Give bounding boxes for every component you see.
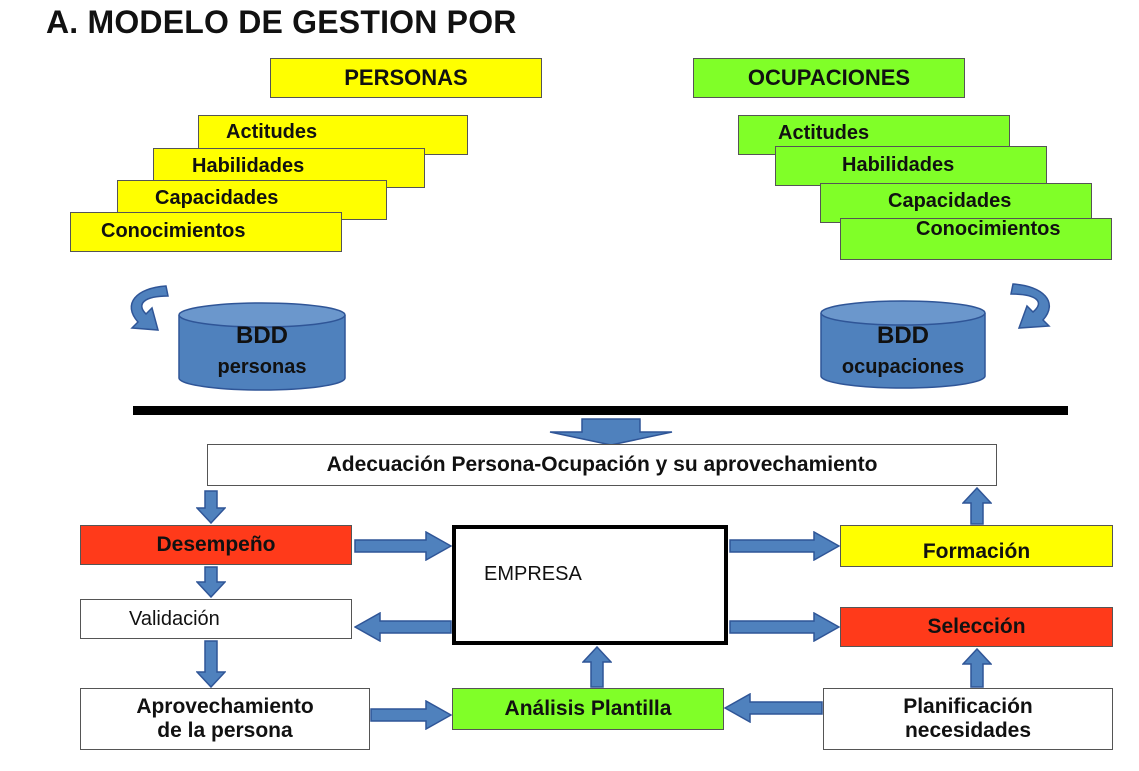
aprovechamiento-label-2: de la persona — [157, 719, 293, 742]
ocupaciones-db-sub: ocupaciones — [841, 356, 965, 378]
arrow-left-empresa-validacion-icon — [354, 612, 452, 642]
arrow-right-aprovechamiento-analisis-icon — [370, 700, 452, 730]
desempeno-box: Desempeño — [80, 525, 352, 565]
personas-header: PERSONAS — [270, 58, 542, 98]
planificacion-label-1: Planificación — [903, 695, 1033, 718]
personas-curved-arrow-icon — [130, 285, 169, 331]
arrow-right-desempeno-empresa-icon — [354, 531, 452, 561]
planificacion-label-2: necesidades — [904, 719, 1032, 742]
validacion-label: Validación — [129, 607, 220, 630]
personas-db-sub: personas — [217, 356, 307, 378]
personas-label-habilidades: Habilidades — [192, 155, 305, 177]
arrow-down-validacion-aprovechamiento-icon — [196, 640, 226, 688]
formacion-box: Formación — [840, 525, 1113, 567]
validacion-box: Validación — [80, 599, 352, 639]
ocupaciones-label-capacidades: Capacidades — [888, 190, 1012, 212]
ocupaciones-card-habilidades — [775, 146, 1047, 186]
adecuacion-box: Adecuación Persona-Ocupación y su aprove… — [207, 444, 997, 486]
page-title: A. MODELO DE GESTION POR — [46, 4, 517, 40]
seleccion-box: Selección — [840, 607, 1113, 647]
ocupaciones-database-icon — [820, 300, 986, 389]
ocupaciones-header: OCUPACIONES — [693, 58, 965, 98]
aprovechamiento-label-1: Aprovechamiento — [136, 695, 314, 718]
adecuacion-label: Adecuación Persona-Ocupación y su aprove… — [326, 453, 878, 476]
arrow-right-empresa-formacion-icon — [729, 531, 840, 561]
seleccion-label: Selección — [927, 615, 1026, 638]
aprovechamiento-box: Aprovechamiento de la persona — [80, 688, 370, 750]
ocupaciones-label-actitudes: Actitudes — [778, 122, 870, 144]
down-arrow-icon — [549, 418, 673, 446]
arrow-up-analisis-empresa-icon — [582, 646, 612, 688]
personas-card-conocimientos — [70, 212, 342, 252]
empresa-box — [452, 525, 728, 645]
formacion-label: Formación — [922, 540, 1031, 563]
arrow-right-empresa-seleccion-icon — [729, 612, 840, 642]
personas-label-capacidades: Capacidades — [155, 187, 279, 209]
ocupaciones-label-conocimientos: Conocimientos — [916, 218, 1061, 240]
arrow-down-desempeno-validacion-icon — [196, 566, 226, 598]
separator-line — [133, 406, 1068, 415]
empresa-label: EMPRESA — [484, 563, 582, 585]
personas-label-conocimientos: Conocimientos — [101, 220, 246, 242]
ocupaciones-card-conocimientos — [840, 218, 1112, 260]
arrow-up-formacion-adecuacion-icon — [962, 487, 992, 525]
personas-database-icon — [178, 302, 346, 391]
analisis-box: Análisis Plantilla — [452, 688, 724, 730]
analisis-label: Análisis Plantilla — [504, 697, 672, 720]
personas-label-actitudes: Actitudes — [226, 121, 318, 143]
ocupaciones-label-habilidades: Habilidades — [842, 154, 955, 176]
arrow-up-planificacion-seleccion-icon — [962, 648, 992, 688]
ocupaciones-header-label: OCUPACIONES — [747, 65, 911, 90]
ocupaciones-curved-arrow-icon — [1010, 283, 1051, 329]
arrow-left-planificacion-analisis-icon — [724, 693, 823, 723]
arrow-down-adecuacion-desempeno-icon — [196, 490, 226, 524]
ocupaciones-card-capacidades — [820, 183, 1092, 223]
ocupaciones-db-title: BDD — [877, 322, 929, 349]
personas-db-title: BDD — [236, 322, 288, 349]
personas-header-label: PERSONAS — [344, 65, 468, 90]
desempeno-label: Desempeño — [156, 533, 276, 556]
planificacion-box: Planificación necesidades — [823, 688, 1113, 750]
